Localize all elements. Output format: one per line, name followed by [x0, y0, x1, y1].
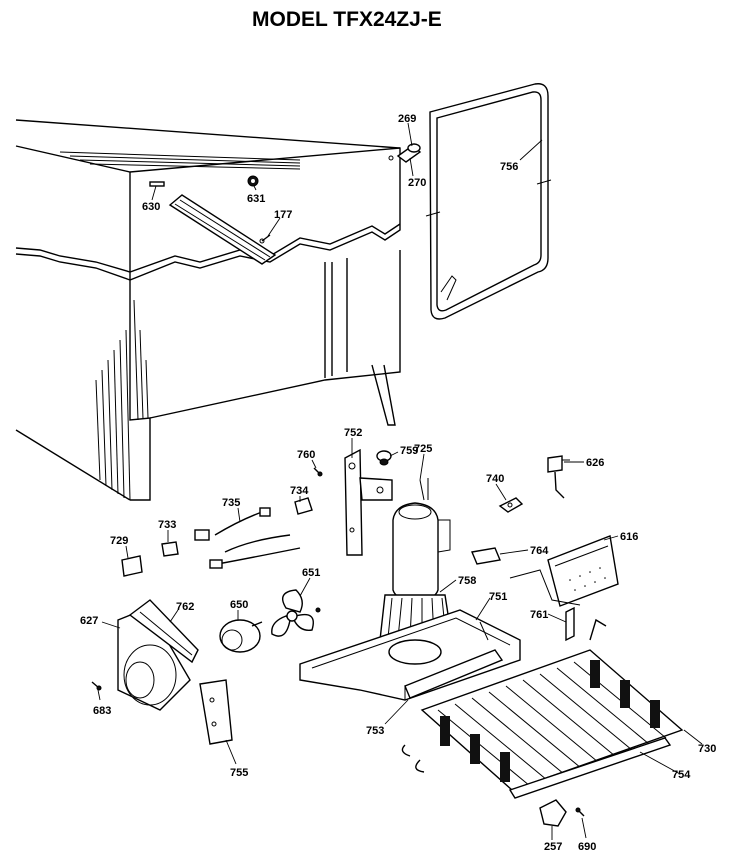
part-label-683: 683	[93, 705, 111, 717]
air-baffle	[128, 599, 199, 664]
base-rail	[404, 649, 504, 699]
part-label-650: 650	[230, 599, 248, 611]
relay-clip	[498, 497, 524, 513]
part-labels: 269 270 756 630 631 177 752 759 760 725 …	[80, 113, 716, 853]
part-label-764: 764	[530, 545, 549, 557]
overload-protector	[471, 547, 501, 565]
door-hinge-pin	[396, 143, 422, 163]
part-label-754: 754	[672, 769, 691, 781]
part-label-729: 729	[110, 535, 128, 547]
part-label-257: 257	[544, 841, 562, 853]
part-label-751: 751	[489, 591, 507, 603]
part-label-269: 269	[398, 113, 416, 125]
fan-motor	[219, 619, 263, 653]
mounting-bracket	[565, 606, 575, 642]
part-label-755: 755	[230, 767, 248, 779]
relay-cover	[509, 535, 619, 607]
condenser-coil	[401, 618, 684, 791]
part-label-756: 756	[500, 161, 518, 173]
part-label-270: 270	[408, 177, 426, 189]
part-label-758: 758	[458, 575, 476, 587]
leader-lines	[97, 122, 703, 840]
part-label-630: 630	[142, 201, 160, 213]
part-label-725: 725	[414, 443, 432, 455]
cabinet-top	[15, 119, 401, 281]
drain-tray	[508, 737, 672, 799]
part-label-760: 760	[297, 449, 315, 461]
part-label-631: 631	[247, 193, 265, 205]
part-label-730: 730	[698, 743, 716, 755]
leveling-foot	[539, 799, 567, 827]
chute-duct	[168, 194, 277, 265]
fan-blade	[271, 589, 321, 637]
cabinet-body	[15, 250, 401, 501]
screw	[259, 234, 271, 244]
plug-button	[247, 175, 259, 187]
power-cord	[547, 455, 570, 499]
part-label-740: 740	[486, 473, 504, 485]
shroud-screw	[91, 681, 102, 691]
cover-plate	[199, 679, 233, 745]
part-label-734: 734	[290, 485, 309, 497]
screw-small	[313, 467, 323, 477]
part-label-616: 616	[620, 531, 638, 543]
part-label-752: 752	[344, 427, 362, 439]
part-label-762: 762	[176, 601, 194, 613]
vent-slot	[149, 181, 165, 187]
capacitor	[161, 541, 179, 557]
part-label-735: 735	[222, 497, 240, 509]
part-label-753: 753	[366, 725, 384, 737]
part-label-627: 627	[80, 615, 98, 627]
part-label-761: 761	[530, 609, 548, 621]
compressor-base	[299, 609, 521, 701]
defrost-timer	[121, 555, 143, 577]
part-label-177: 177	[274, 209, 292, 221]
foot-screw	[575, 807, 585, 817]
thermostat	[294, 497, 313, 515]
part-label-733: 733	[158, 519, 176, 531]
part-label-759: 759	[400, 445, 418, 457]
part-label-651: 651	[302, 567, 320, 579]
door-gasket	[425, 83, 552, 320]
compressor-bracket	[344, 448, 393, 556]
grommet	[376, 450, 392, 466]
part-label-690: 690	[578, 841, 596, 853]
part-label-626: 626	[586, 457, 604, 469]
wiring-harness	[194, 507, 301, 569]
model-title: MODEL TFX24ZJ-E	[252, 8, 442, 31]
